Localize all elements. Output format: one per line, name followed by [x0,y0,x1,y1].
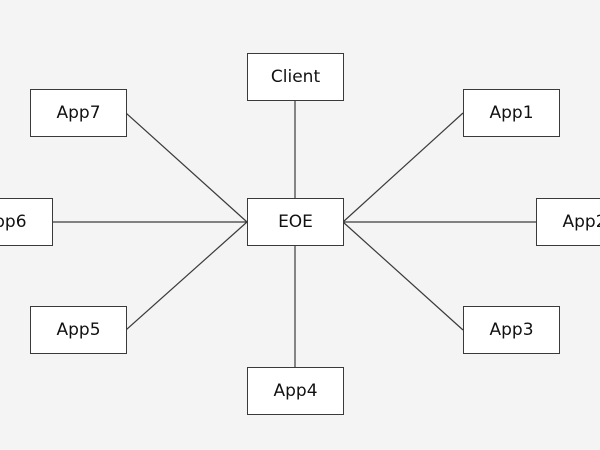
node-app6-label: App6 [0,212,27,232]
node-app3-label: App3 [489,320,534,340]
edge-eoe-app5 [125,221,248,331]
node-eoe-label: EOE [278,212,313,232]
node-app2: App2 [536,198,600,246]
node-app5: App5 [30,306,127,354]
node-app5-label: App5 [56,320,101,340]
node-client: Client [247,53,344,101]
node-app6: App6 [0,198,53,246]
node-eoe: EOE [247,198,344,246]
edge-eoe-app7 [125,112,248,223]
node-client-label: Client [270,67,321,87]
node-app1-label: App1 [489,103,534,123]
node-app4-label: App4 [273,381,318,401]
edge-eoe-app1 [342,112,464,223]
node-app7-label: App7 [56,103,101,123]
node-app3: App3 [463,306,560,354]
edge-eoe-app3 [342,221,464,331]
node-app1: App1 [463,89,560,137]
node-app7: App7 [30,89,127,137]
node-app4: App4 [247,367,344,415]
node-app2-label: App2 [562,212,600,232]
